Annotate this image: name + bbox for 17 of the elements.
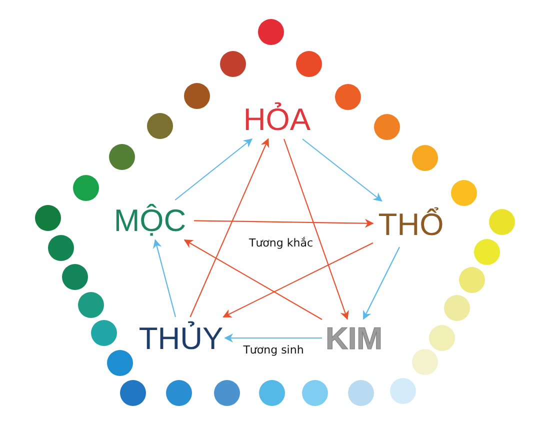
element-label: MỘC (114, 204, 186, 236)
element-label: HỎA (243, 104, 311, 134)
arrow (174, 138, 253, 200)
edge-label: Tương sinh (242, 344, 305, 356)
cycle-label: Tương khắc (248, 236, 314, 250)
arrow (363, 246, 400, 320)
arrow (190, 138, 270, 318)
arrow (194, 218, 374, 228)
element-label: THỔ (378, 208, 444, 240)
arrow (152, 239, 176, 318)
arrow (284, 138, 349, 320)
arrow (302, 138, 382, 202)
arrow (224, 334, 322, 342)
element-label: THỦY (138, 322, 224, 354)
arrow (184, 240, 322, 320)
element-label: KIM (326, 322, 382, 354)
arrow (222, 242, 374, 318)
